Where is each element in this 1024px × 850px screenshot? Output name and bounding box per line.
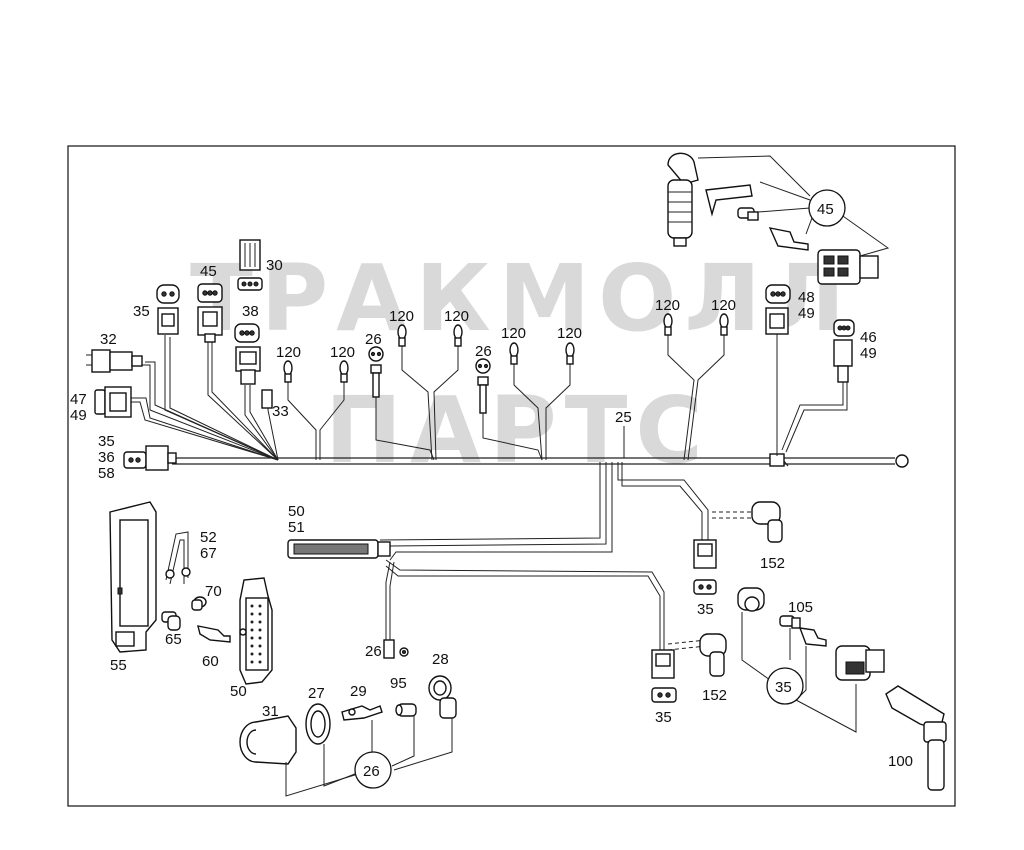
label-95: 95	[390, 675, 407, 692]
connector-45-left	[197, 283, 223, 343]
label-120-f: 120	[557, 325, 582, 342]
label-27: 27	[308, 685, 325, 702]
label-46: 46	[860, 329, 877, 346]
sensor-120-pair-3	[509, 342, 575, 461]
label-36: 36	[98, 449, 115, 466]
main-harness-trunk	[172, 453, 909, 468]
label-35-lower: 35	[655, 709, 672, 726]
label-49-right: 49	[860, 345, 877, 362]
part-group-45	[667, 152, 890, 285]
sensor-100	[885, 685, 947, 791]
label-29: 29	[350, 683, 367, 700]
label-105: 105	[788, 599, 813, 616]
part-28-cap	[428, 675, 457, 719]
sensor-120-pair-4	[663, 313, 729, 461]
label-50-top: 50	[288, 503, 305, 520]
callout-26-circle	[354, 751, 392, 789]
label-50-bottom: 50	[230, 683, 247, 700]
label-30: 30	[266, 257, 283, 274]
part-70-plug	[191, 596, 207, 611]
label-47: 47	[70, 391, 87, 408]
sensor-26-b	[475, 358, 543, 461]
label-70: 70	[205, 583, 222, 600]
watermark-line-1: ТРАКМОЛЛ	[190, 245, 853, 352]
part-60-terminal	[197, 625, 231, 643]
part-52-67-clip	[165, 531, 191, 585]
label-67: 67	[200, 545, 217, 562]
label-49-left: 49	[70, 407, 87, 424]
label-35-callout: 35	[775, 679, 792, 696]
label-31: 31	[262, 703, 279, 720]
label-45-left: 45	[200, 263, 217, 280]
label-120-g: 120	[655, 297, 680, 314]
label-152-upper: 152	[760, 555, 785, 572]
label-58: 58	[98, 465, 115, 482]
label-120-e: 120	[501, 325, 526, 342]
watermark-line-2: ПАРТС	[325, 377, 711, 484]
callout-35-circle	[766, 667, 804, 705]
sensor-120-pair-2	[397, 324, 463, 461]
connector-32	[86, 349, 143, 373]
part-55-cover	[109, 501, 157, 653]
label-152-lower: 152	[702, 687, 727, 704]
diagram-frame	[67, 145, 956, 807]
part-29-terminal	[341, 705, 383, 721]
part-group-35	[737, 587, 885, 733]
lower-harness-wires	[379, 462, 709, 650]
label-49-mid: 49	[798, 305, 815, 322]
connector-30	[237, 239, 263, 291]
label-26-d: 26	[363, 763, 380, 780]
label-120-h: 120	[711, 297, 736, 314]
label-35-top: 35	[133, 303, 150, 320]
sensor-152-upper	[693, 501, 783, 595]
label-48: 48	[798, 289, 815, 306]
label-26-a: 26	[365, 331, 382, 348]
connector-46-49	[781, 319, 855, 453]
label-38: 38	[242, 303, 259, 320]
sensor-152-lower	[651, 633, 727, 703]
label-120-d: 120	[444, 308, 469, 325]
label-65: 65	[165, 631, 182, 648]
connector-38	[234, 323, 261, 385]
label-60: 60	[202, 653, 219, 670]
sensor-26-c	[383, 639, 409, 659]
label-55: 55	[110, 657, 127, 674]
label-26-b: 26	[475, 343, 492, 360]
sensor-120-pair-1	[283, 360, 349, 460]
label-26-c: 26	[365, 643, 382, 660]
label-52: 52	[200, 529, 217, 546]
part-31-socket	[239, 715, 297, 765]
label-32: 32	[100, 331, 117, 348]
connector-35-36-58	[123, 445, 177, 471]
part-50-51-strip	[287, 539, 391, 559]
label-35-mid: 35	[697, 601, 714, 618]
connector-33	[261, 389, 273, 409]
label-120-c: 120	[389, 308, 414, 325]
label-25: 25	[615, 409, 632, 426]
label-120-a: 120	[276, 344, 301, 361]
label-45-right: 45	[817, 201, 834, 218]
connector-48-49	[765, 284, 791, 456]
part-65-seal	[161, 611, 181, 631]
label-100: 100	[888, 753, 913, 770]
part-95-seal	[395, 703, 417, 717]
part-50-connector	[239, 577, 273, 685]
label-120-b: 120	[330, 344, 355, 361]
group-26-leader-lines	[285, 716, 453, 797]
callout-45-circle	[808, 189, 846, 227]
left-branch-wires	[130, 335, 279, 461]
label-28: 28	[432, 651, 449, 668]
label-51: 51	[288, 519, 305, 536]
connector-35-top	[156, 284, 180, 335]
label-33: 33	[272, 403, 289, 420]
part-27-nut	[305, 703, 331, 745]
connector-47-49	[94, 386, 132, 418]
label-35-left: 35	[98, 433, 115, 450]
